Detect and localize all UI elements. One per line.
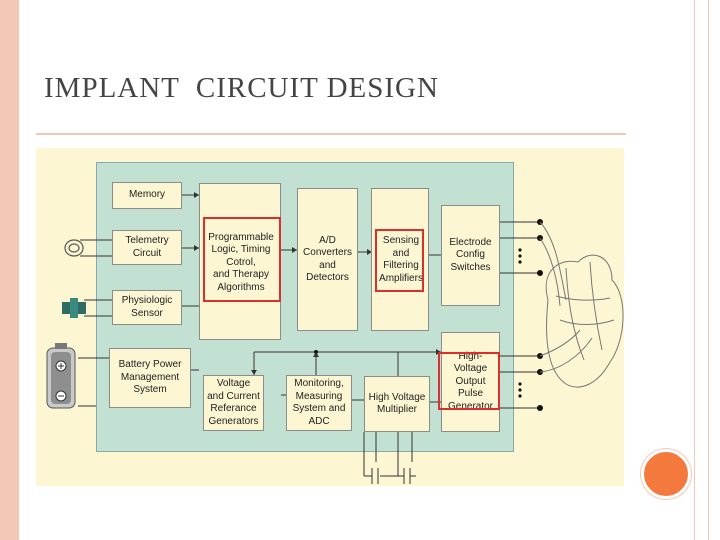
telemetry-block: Telemetry Circuit <box>112 230 182 265</box>
programmable-logic-highlight <box>203 217 281 302</box>
accent-circle <box>641 449 691 499</box>
electrode-config-block: Electrode Config Switches <box>441 205 500 306</box>
sensing-column <box>371 188 429 331</box>
battery-icon <box>46 343 76 409</box>
sensor-chip-icon <box>62 298 86 318</box>
voltage-reference-block: Voltage and Current Referance Generators <box>203 375 264 431</box>
sensing-amplifiers-block: Sensing and Filtering Amplifiers <box>379 235 423 284</box>
sensing-highlight <box>375 229 424 292</box>
ad-converters-block: A/D Converters and Detectors <box>297 188 358 331</box>
memory-block: Memory <box>112 182 182 209</box>
right-frame-line-inner <box>708 0 709 540</box>
hv-multiplier-block: High Voltage Multiplier <box>364 376 430 432</box>
hv-column <box>441 332 500 432</box>
physiologic-sensor-block: Physiologic Sensor <box>112 290 182 325</box>
monitoring-adc-block: Monitoring, Measuring System and ADC <box>286 375 352 431</box>
left-frame-bar <box>0 0 19 540</box>
heart-illustration <box>539 221 624 388</box>
battery-management-block: Battery Power Management System <box>109 348 191 408</box>
title-divider <box>36 133 626 135</box>
programmable-logic-block: Programmable Logic, Timing Cotrol, and T… <box>208 231 274 293</box>
slide-title: IMPLANT CIRCUIT DESIGN <box>44 72 439 104</box>
telemetry-coil-icon <box>64 239 84 257</box>
hv-pulse-highlight <box>438 352 500 410</box>
right-frame-line-outer <box>694 0 695 540</box>
